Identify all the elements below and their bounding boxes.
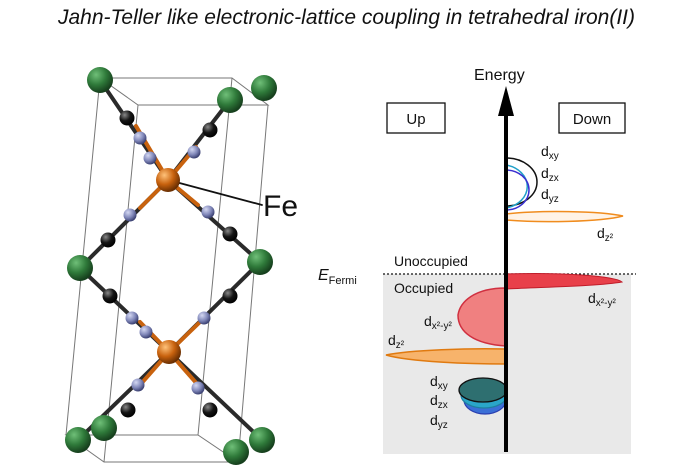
bonds — [76, 78, 264, 442]
crystal-structure: Fe — [64, 67, 298, 465]
unoccupied-label: Unoccupied — [394, 253, 468, 269]
green-atom — [67, 255, 93, 281]
dos-down-dzx — [505, 164, 528, 209]
dos-down-dz2 — [505, 210, 624, 223]
energy-axis-arrowhead — [498, 86, 514, 116]
label-down-dz2: dz² — [597, 225, 614, 244]
label-up-dzx: dzx — [430, 392, 448, 411]
green-atom — [87, 67, 113, 93]
figure-title: Jahn-Teller like electronic-lattice coup… — [58, 6, 635, 29]
dos-up-dxy — [458, 377, 508, 403]
label-up-dx2y2: dx²-y² — [424, 313, 452, 332]
green-atom — [249, 427, 275, 453]
unit-cell-frame — [64, 77, 270, 463]
green-atom — [247, 249, 273, 275]
spin-up-label: Up — [406, 111, 425, 128]
occupied-label: Occupied — [394, 280, 453, 296]
dos-up-dx2y2 — [457, 287, 507, 347]
label-down-dx2y2: dx²-y² — [588, 290, 616, 309]
fermi-label: EFermi — [318, 267, 357, 287]
energy-axis-label: Energy — [474, 67, 525, 84]
iron-atom-lower — [157, 340, 181, 364]
fe-label: Fe — [263, 190, 298, 223]
label-up-dz2: dz² — [388, 332, 405, 351]
dos-down-dx2y2 — [505, 272, 624, 290]
green-atom — [65, 427, 91, 453]
dos-up-dz2 — [385, 348, 507, 365]
dos-down-dyz — [505, 169, 530, 211]
label-down-dyz: dyz — [541, 186, 559, 205]
dos-down-dxy — [505, 157, 538, 207]
halide-atoms — [65, 67, 277, 465]
label-down-dzx: dzx — [541, 165, 559, 184]
label-up-dyz: dyz — [430, 412, 448, 431]
carbon-atoms — [100, 110, 238, 418]
label-down-dxy: dxy — [541, 143, 559, 162]
label-up-dxy: dxy — [430, 373, 448, 392]
energy-diagram: Energy Up Down EFermi Unoccupied Occupie… — [318, 67, 636, 454]
spin-down-label: Down — [573, 111, 611, 128]
iron-atom-upper — [156, 168, 180, 192]
spin-down-box — [558, 102, 626, 134]
spin-up-box — [386, 102, 446, 134]
green-atom — [91, 415, 117, 441]
lobe-mask — [506, 370, 536, 420]
nitrogen-atoms — [123, 131, 215, 395]
green-atom — [217, 87, 243, 113]
green-atom — [251, 75, 277, 101]
green-atom — [223, 439, 249, 465]
